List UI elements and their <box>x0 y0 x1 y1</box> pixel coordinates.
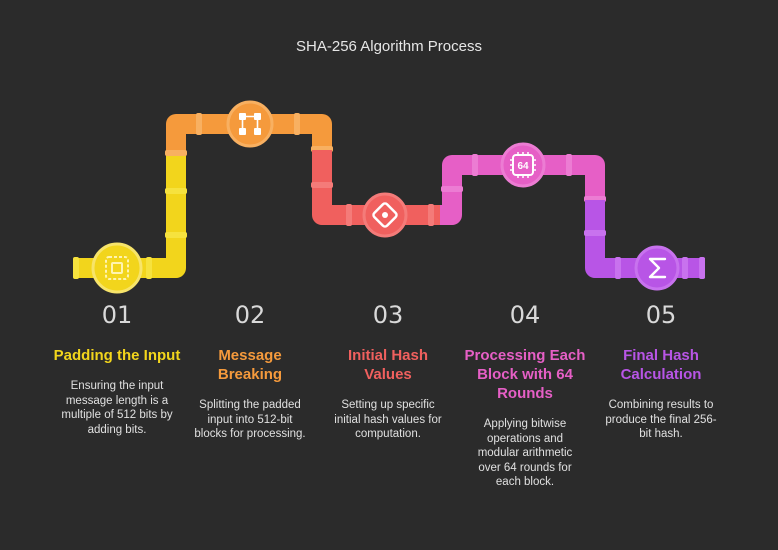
step-3: 03 Initial Hash Values Setting up specif… <box>318 300 458 442</box>
step-heading: Padding the Input <box>53 347 181 364</box>
chip-64-icon: 64 <box>500 142 546 188</box>
step-1: 01 Padding the Input Ensuring the input … <box>47 300 187 437</box>
step-4: 04 Processing Each Block with 64 Rounds … <box>455 300 595 490</box>
step-heading: Message Breaking <box>217 347 283 383</box>
step-description: Applying bitwise operations and modular … <box>477 418 573 488</box>
step-description: Setting up specific initial hash values … <box>334 399 442 440</box>
step-description: Ensuring the input message length is a m… <box>61 380 173 436</box>
step-number: 02 <box>234 301 266 329</box>
page-title: SHA-256 Algorithm Process <box>296 38 482 55</box>
step-2: 02 Message Breaking Splitting the padded… <box>180 300 320 442</box>
step-number: 04 <box>509 301 541 329</box>
step-number: 05 <box>645 301 677 329</box>
padding-square-icon <box>91 242 143 294</box>
step-description: Combining results to produce the final 2… <box>605 399 717 440</box>
step-heading: Initial Hash Values <box>347 347 429 383</box>
sigma-icon <box>634 245 680 291</box>
step-5: 05 Final Hash Calculation Combining resu… <box>591 300 731 442</box>
step-description: Splitting the padded input into 512-bit … <box>194 399 306 440</box>
chip-64-label: 64 <box>517 161 529 172</box>
step-number: 03 <box>372 301 404 329</box>
diamond-target-icon <box>362 192 408 238</box>
block-split-icon <box>226 100 274 148</box>
step-number: 01 <box>101 301 133 329</box>
step-heading: Processing Each Block with 64 Rounds <box>464 347 586 402</box>
step-heading: Final Hash Calculation <box>620 347 702 383</box>
pipe-segment-3 <box>311 150 452 226</box>
